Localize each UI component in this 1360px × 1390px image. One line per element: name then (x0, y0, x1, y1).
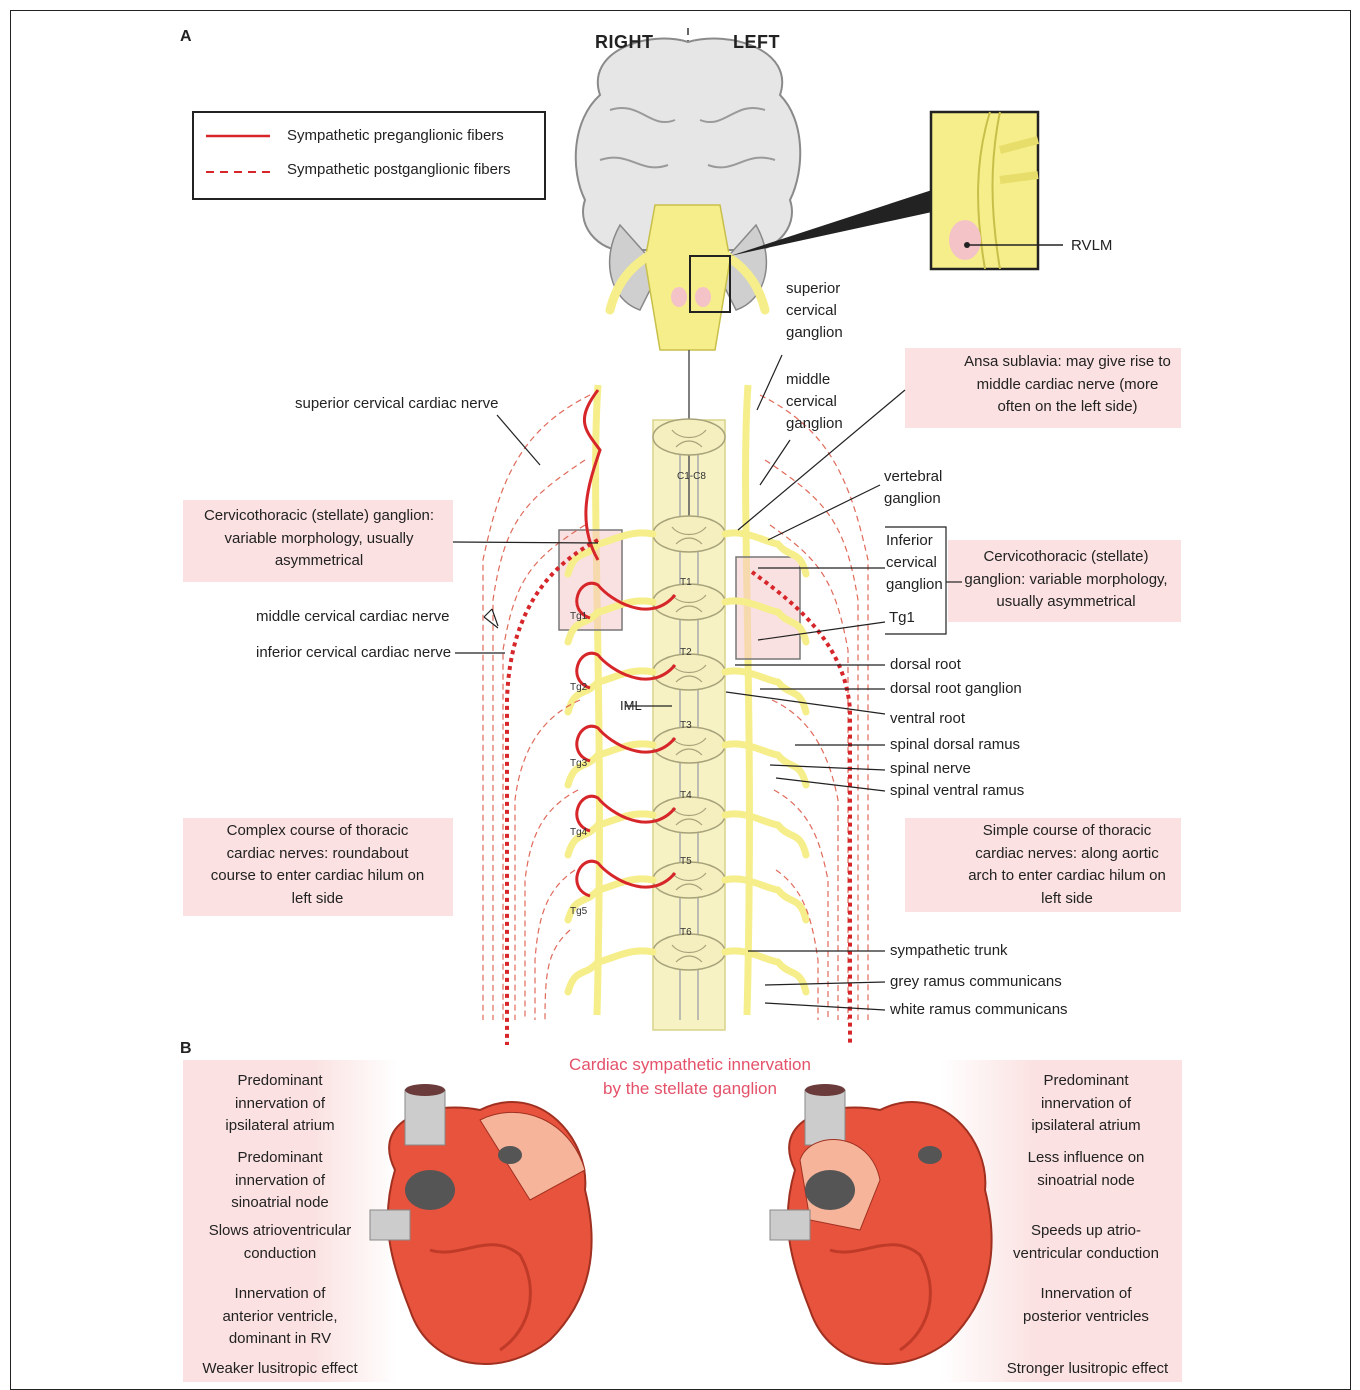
title-b-line2: by the stellate ganglion (540, 1077, 840, 1101)
ventral-root-label: ventral root (890, 708, 965, 730)
icg-line3: ganglion (886, 574, 943, 596)
right-effect-sinoatrial: Predominant innervation of sinoatrial no… (215, 1147, 345, 1215)
ramus-left (725, 744, 806, 785)
ramus-left (725, 814, 806, 855)
right-sympathetic-trunk (596, 385, 600, 1015)
ganglion-label-tg2: Tg2 (570, 682, 587, 694)
spinal-segment (653, 516, 725, 552)
left-postganglionic-lines (760, 395, 868, 1020)
spinal-nerve-label: spinal nerve (890, 758, 971, 780)
ganglion-label-tg1: Tg1 (570, 611, 587, 623)
superior-cervical-cardiac-nerve-label: superior cervical cardiac nerve (295, 393, 498, 415)
superior-cervical-ganglion-label: superior cervical ganglion (786, 278, 843, 344)
left-effect-av: Speeds up atrio-ventricular conduction (1006, 1220, 1166, 1265)
segment-label-t5: T5 (680, 856, 692, 868)
inferior-cervical-cardiac-nerve-label: inferior cervical cardiac nerve (256, 642, 451, 664)
panel-label-a: A (180, 28, 192, 46)
segment-label-t4: T4 (680, 790, 692, 802)
spinal-segment (653, 934, 725, 970)
spinal-ventral-ramus-label: spinal ventral ramus (890, 780, 1024, 802)
ganglion-label-tg5: Tg5 (570, 906, 587, 918)
rvlm-label: RVLM (1071, 235, 1112, 257)
ganglion-label-tg3: Tg3 (570, 758, 587, 770)
legend-pre-label: Sympathetic preganglionic fibers (287, 125, 504, 147)
left-effect-sinoatrial: Less influence on sinoatrial node (1021, 1147, 1151, 1192)
iml-label: IML (620, 695, 642, 717)
vertebral-ganglion-label: vertebral ganglion (884, 466, 942, 510)
dorsal-root-label: dorsal root (890, 654, 961, 676)
spinal-dorsal-ramus-label: spinal dorsal ramus (890, 734, 1020, 756)
segment-label-t3: T3 (680, 720, 692, 732)
complex-course-text: Complex course of thoracic cardiac nerve… (205, 820, 430, 910)
segment-label-t6: T6 (680, 927, 692, 939)
ramus-right (568, 951, 653, 992)
scg-line2: cervical (786, 300, 843, 322)
spinal-segment (653, 419, 725, 455)
scg-line3: ganglion (786, 322, 843, 344)
middle-cervical-ganglion-label: middle cervical ganglion (786, 369, 843, 435)
dorsal-root-ganglion-label: dorsal root ganglion (890, 678, 1022, 700)
middle-cervical-cardiac-nerve-label: middle cervical cardiac nerve (256, 606, 449, 628)
side-label-right: RIGHT (595, 32, 654, 53)
tg1-left-label: Tg1 (889, 607, 915, 629)
stellate-right-text: Cervicothoracic (stellate) ganglion: var… (200, 505, 438, 573)
simple-course-text: Simple course of thoracic cardiac nerves… (962, 820, 1172, 910)
right-effect-atrium: Predominant innervation of ipsilateral a… (215, 1070, 345, 1138)
rvlm-inset (931, 112, 1063, 269)
grey-ramus-label: grey ramus communicans (890, 971, 1062, 993)
ramus-left (725, 951, 806, 992)
vg-line2: ganglion (884, 488, 942, 510)
right-postganglionic-lines (483, 395, 590, 1020)
segment-label-t1: T1 (680, 577, 692, 589)
right-heart (370, 1084, 592, 1364)
ramus-left (725, 879, 806, 920)
ansa-text: Ansa sublavia: may give rise to middle c… (960, 351, 1175, 419)
right-effect-lusitropic: Weaker lusitropic effect (195, 1358, 365, 1381)
side-label-left: LEFT (733, 32, 780, 53)
left-sympathetic-trunk (746, 385, 750, 1015)
panel-label-b: B (180, 1040, 192, 1058)
inferior-cervical-ganglion-label: Inferior cervical ganglion (886, 530, 943, 596)
stellate-left-text: Cervicothoracic (stellate) ganglion: var… (955, 546, 1177, 614)
spinal-segment (653, 654, 725, 690)
title-b-line1: Cardiac sympathetic innervation (540, 1053, 840, 1077)
segment-label-t2: T2 (680, 647, 692, 659)
icg-line1: Inferior (886, 530, 943, 552)
mcg-line2: cervical (786, 391, 843, 413)
panel-b-title: Cardiac sympathetic innervation by the s… (540, 1053, 840, 1101)
vg-line1: vertebral (884, 466, 942, 488)
spinal-segment (653, 584, 725, 620)
white-ramus-label: white ramus communicans (890, 999, 1068, 1021)
brain-coronal-section (576, 39, 932, 350)
right-effect-ventricle: Innervation of anterior ventricle, domin… (210, 1283, 350, 1351)
left-effect-lusitropic: Stronger lusitropic effect (1000, 1358, 1175, 1381)
left-effect-ventricle: Innervation of posterior ventricles (1016, 1283, 1156, 1328)
mcg-line1: middle (786, 369, 843, 391)
icg-line2: cervical (886, 552, 943, 574)
left-effect-atrium: Predominant innervation of ipsilateral a… (1021, 1070, 1151, 1138)
spinal-segment (653, 727, 725, 763)
spinal-segment (653, 797, 725, 833)
right-effect-av: Slows atrioventricular conduction (200, 1220, 360, 1265)
ganglion-label-tg4: Tg4 (570, 827, 587, 839)
sympathetic-trunk-label: sympathetic trunk (890, 940, 1008, 962)
scg-line1: superior (786, 278, 843, 300)
legend-post-label: Sympathetic postganglionic fibers (287, 159, 510, 181)
c1c8-label: C1-C8 (677, 471, 706, 483)
mcg-line3: ganglion (786, 413, 843, 435)
left-heart (770, 1084, 992, 1364)
ramus-left (725, 671, 806, 712)
